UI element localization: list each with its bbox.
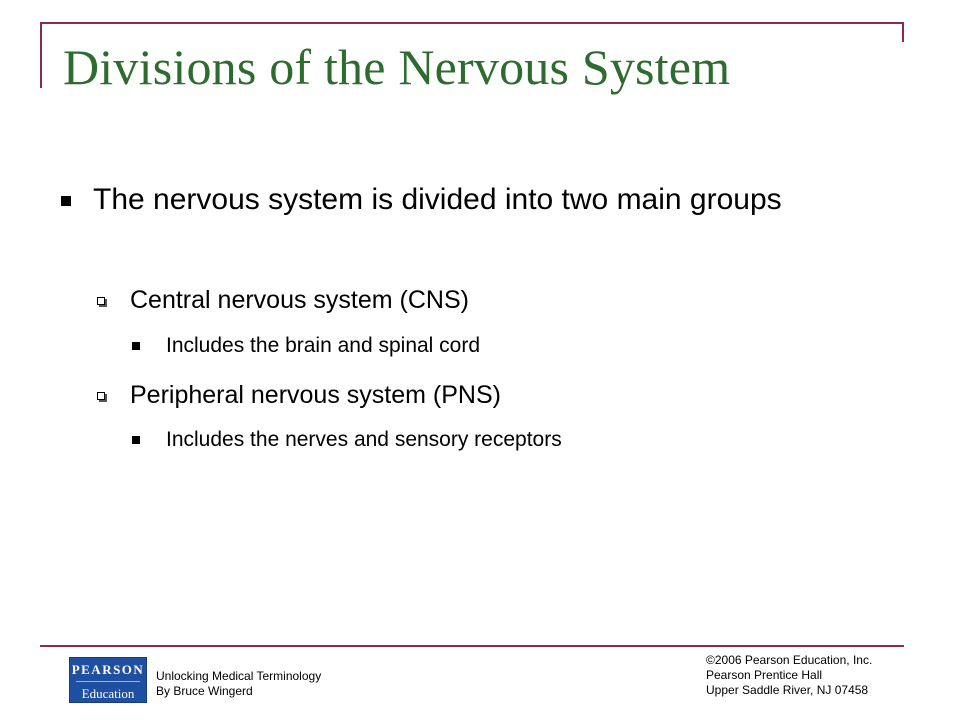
pearson-education-logo: PEARSON Education <box>69 657 147 703</box>
footer-publisher-info: ©2006 Pearson Education, Inc. Pearson Pr… <box>706 653 872 698</box>
footer-publisher: Pearson Prentice Hall <box>706 668 823 682</box>
logo-top-text: PEARSON <box>71 662 145 677</box>
footer-book-title: Unlocking Medical Terminology <box>156 669 322 683</box>
bullet-pns: Peripheral nervous system (PNS) <box>130 381 501 409</box>
logo-bottom-text: Education <box>81 686 135 701</box>
footer-copyright: ©2006 Pearson Education, Inc. <box>706 653 873 667</box>
bullet-cns: Central nervous system (CNS) <box>130 286 469 314</box>
square-bullet-icon <box>61 196 71 206</box>
slide-title: Divisions of the Nervous System <box>63 39 731 95</box>
hollow-square-bullet-icon <box>97 297 105 305</box>
frame-top-rule <box>40 22 904 24</box>
footer-book-info: Unlocking Medical Terminology By Bruce W… <box>156 669 321 699</box>
footer-rule <box>40 645 904 647</box>
logo-divider <box>76 681 140 682</box>
bullet-main: The nervous system is divided into two m… <box>93 183 782 216</box>
footer-address: Upper Saddle River, NJ 07458 <box>706 683 869 697</box>
frame-left-rule <box>40 22 42 88</box>
footer-author: By Bruce Wingerd <box>156 684 253 698</box>
frame-right-rule <box>902 22 904 42</box>
square-bullet-icon <box>132 436 140 444</box>
bullet-cns-detail: Includes the brain and spinal cord <box>166 334 481 357</box>
hollow-square-bullet-icon <box>97 392 105 400</box>
bullet-pns-detail: Includes the nerves and sensory receptor… <box>166 428 562 451</box>
square-bullet-icon <box>132 342 140 350</box>
